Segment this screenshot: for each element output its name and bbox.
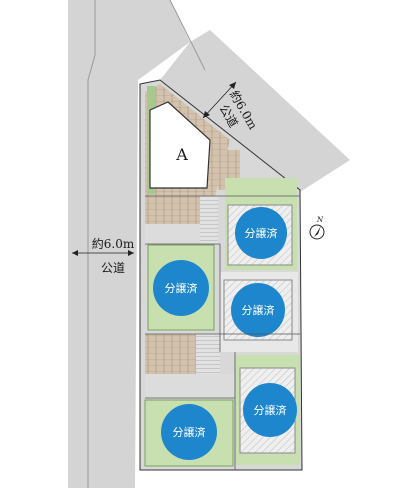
compass-circle <box>309 224 325 240</box>
sold-badge-5 <box>161 404 217 460</box>
sold-label-5: 分譲済 <box>173 425 206 439</box>
lot-boundaries <box>145 195 300 470</box>
sold-lot-5[interactable]: 分譲済 <box>144 399 234 467</box>
sold-label-1: 分譲済 <box>245 226 278 240</box>
sold-badge-1 <box>235 207 287 259</box>
west-road-name: 公道 <box>101 261 125 275</box>
compass-label: N <box>316 216 324 224</box>
lot-a-label: A <box>175 145 188 164</box>
west-road-arrow-right <box>128 250 134 256</box>
sold-badge-4 <box>243 383 297 437</box>
road-curb-line <box>87 0 96 488</box>
northeast-road <box>160 30 350 192</box>
sold-label-4: 分譲済 <box>254 403 287 417</box>
sold-label-2: 分譲済 <box>165 281 198 295</box>
west-road-width: 約6.0m <box>92 236 135 251</box>
west-road <box>68 0 190 488</box>
driveway-lower <box>145 374 235 398</box>
west-road-annotation: 約6.0m 公道 <box>72 236 135 275</box>
sold-lot-2[interactable]: 分譲済 <box>147 244 215 331</box>
ne-road-arrow-1 <box>203 111 210 118</box>
path-stripes-middle <box>196 334 220 374</box>
shared-driveway <box>145 224 217 244</box>
compass-needle <box>314 226 321 237</box>
ne-road-arrow-2 <box>229 82 236 89</box>
path-stripes-upper <box>200 196 218 244</box>
compass-icon: N <box>309 216 325 240</box>
west-road-arrow-left <box>72 250 78 256</box>
sold-badge-3 <box>231 283 285 337</box>
sold-lot-4[interactable]: 分譲済 <box>235 355 300 465</box>
lot-a-building <box>149 101 211 189</box>
sold-label-3: 分譲済 <box>242 303 275 317</box>
road-curb-line-ne <box>169 0 206 71</box>
sold-lot-1[interactable]: 分譲済 <box>225 178 297 270</box>
sold-lot-3[interactable]: 分譲済 <box>220 272 298 352</box>
lot-a[interactable]: A <box>145 84 230 196</box>
sold-badge-2 <box>153 260 209 316</box>
ne-road-dimension-line <box>202 81 237 119</box>
